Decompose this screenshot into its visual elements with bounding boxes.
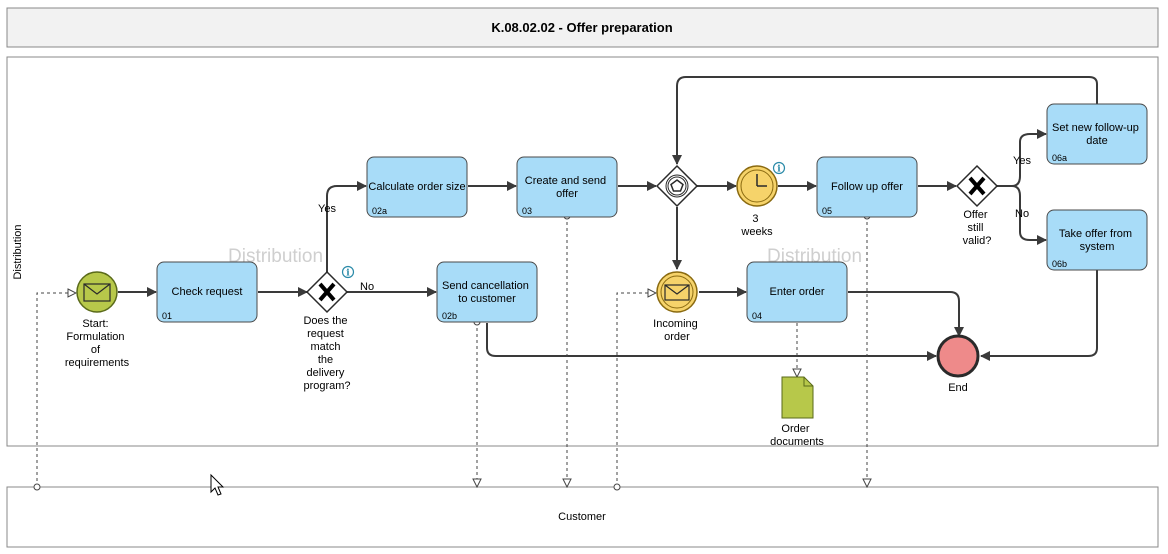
flow-label-no-1: No	[360, 281, 374, 293]
task-number: 03	[522, 206, 532, 216]
task-06b[interactable]: Take offer from system 06b	[1046, 209, 1148, 271]
task-04[interactable]: Enter order 04	[746, 261, 848, 323]
svg-text:i: i	[777, 165, 781, 175]
clock-icon	[756, 174, 767, 187]
pool-distribution: Distribution	[6, 56, 1159, 447]
data-object-order-documents[interactable]	[781, 376, 814, 419]
task-number: 06b	[1052, 259, 1067, 269]
gateway-event-based[interactable]	[655, 164, 699, 208]
flow-label-no-2: No	[1015, 208, 1029, 220]
task-label-line-2: date	[1086, 135, 1107, 147]
task-number: 05	[822, 206, 832, 216]
task-number: 02a	[372, 206, 387, 216]
end-event-label: End	[948, 382, 968, 394]
pool-label-distribution: Distribution	[12, 224, 24, 279]
task-label: Check request	[172, 286, 243, 298]
title-bar: K.08.02.02 - Offer preparation	[6, 7, 1159, 48]
data-object-label: Order documents	[770, 423, 824, 448]
svg-text:Calculate order size: Calculate order size	[368, 181, 465, 193]
info-icon[interactable]: i	[341, 265, 355, 279]
task-number: 06a	[1052, 153, 1067, 163]
svg-text:Create and send offer: Create and send offer	[525, 175, 609, 200]
task-label: Enter order	[769, 286, 824, 298]
task-label: Follow up offer	[831, 181, 903, 193]
task-03[interactable]: Create and send offer 03	[516, 156, 618, 218]
x-mark-icon	[318, 282, 336, 302]
start-event[interactable]	[76, 271, 118, 313]
svg-text:Take offer from system: Take offer from system	[1059, 228, 1135, 253]
task-06a[interactable]: Set new follow-up date 06a	[1046, 103, 1148, 165]
incoming-order-label: Incoming order	[653, 318, 701, 343]
task-label-line-1: Send cancellation	[442, 280, 529, 292]
task-label-line-2: offer	[556, 188, 578, 200]
sequence-flows	[118, 76, 1098, 361]
flow-label-yes-2: Yes	[1013, 155, 1031, 167]
timer-event[interactable]	[736, 165, 778, 207]
diagram-title: K.08.02.02 - Offer preparation	[491, 20, 672, 35]
flow-label-yes-1: Yes	[318, 203, 336, 215]
timer-event-label: 3 weeks	[740, 213, 773, 238]
envelope-icon	[83, 283, 111, 302]
mouse-cursor-icon	[210, 473, 225, 496]
message-flows	[37, 216, 867, 487]
info-icon[interactable]: i	[772, 161, 786, 175]
svg-text:Enter order: Enter order	[769, 286, 824, 298]
pool-customer: Customer	[6, 486, 1159, 548]
svg-text:i: i	[346, 269, 350, 279]
svg-text:Set new follow-up date: Set new follow-up date	[1052, 122, 1142, 147]
task-label-line-2: system	[1080, 241, 1115, 253]
gateway-offer-valid[interactable]	[955, 164, 999, 208]
task-02a[interactable]: Calculate order size 02a	[366, 156, 468, 218]
gateway-offer-valid-label: Offer still valid?	[963, 209, 992, 247]
gateway-request-match-label: Does the request match the delivery prog…	[303, 315, 350, 392]
task-label-line-1: Take offer from	[1059, 228, 1132, 240]
pool-label-customer: Customer	[558, 511, 606, 523]
task-label: Calculate order size	[368, 181, 465, 193]
pentagon-icon	[670, 179, 684, 192]
task-number: 02b	[442, 311, 457, 321]
task-02b[interactable]: Send cancellation to customer 02b	[436, 261, 538, 323]
svg-text:Check request: Check request	[172, 286, 243, 298]
end-event[interactable]	[936, 334, 980, 378]
svg-text:Send cancellation to cus: Send cancellation to customer	[442, 280, 532, 305]
task-number: 04	[752, 311, 762, 321]
task-number: 01	[162, 311, 172, 321]
task-label-line-2: to customer	[458, 293, 516, 305]
task-label-line-1: Set new follow-up	[1052, 122, 1139, 134]
task-label-line-1: Create and send	[525, 175, 606, 187]
incoming-order-event[interactable]	[656, 271, 698, 313]
task-01[interactable]: Check request 01	[156, 261, 258, 323]
start-event-label: Start: Formulation of requirements	[65, 318, 130, 369]
svg-text:Follow up offer: Follow up offer	[831, 181, 903, 193]
envelope-icon	[664, 284, 690, 301]
x-mark-icon	[968, 176, 986, 196]
gateway-request-match[interactable]	[305, 270, 349, 314]
task-05[interactable]: Follow up offer 05	[816, 156, 918, 218]
